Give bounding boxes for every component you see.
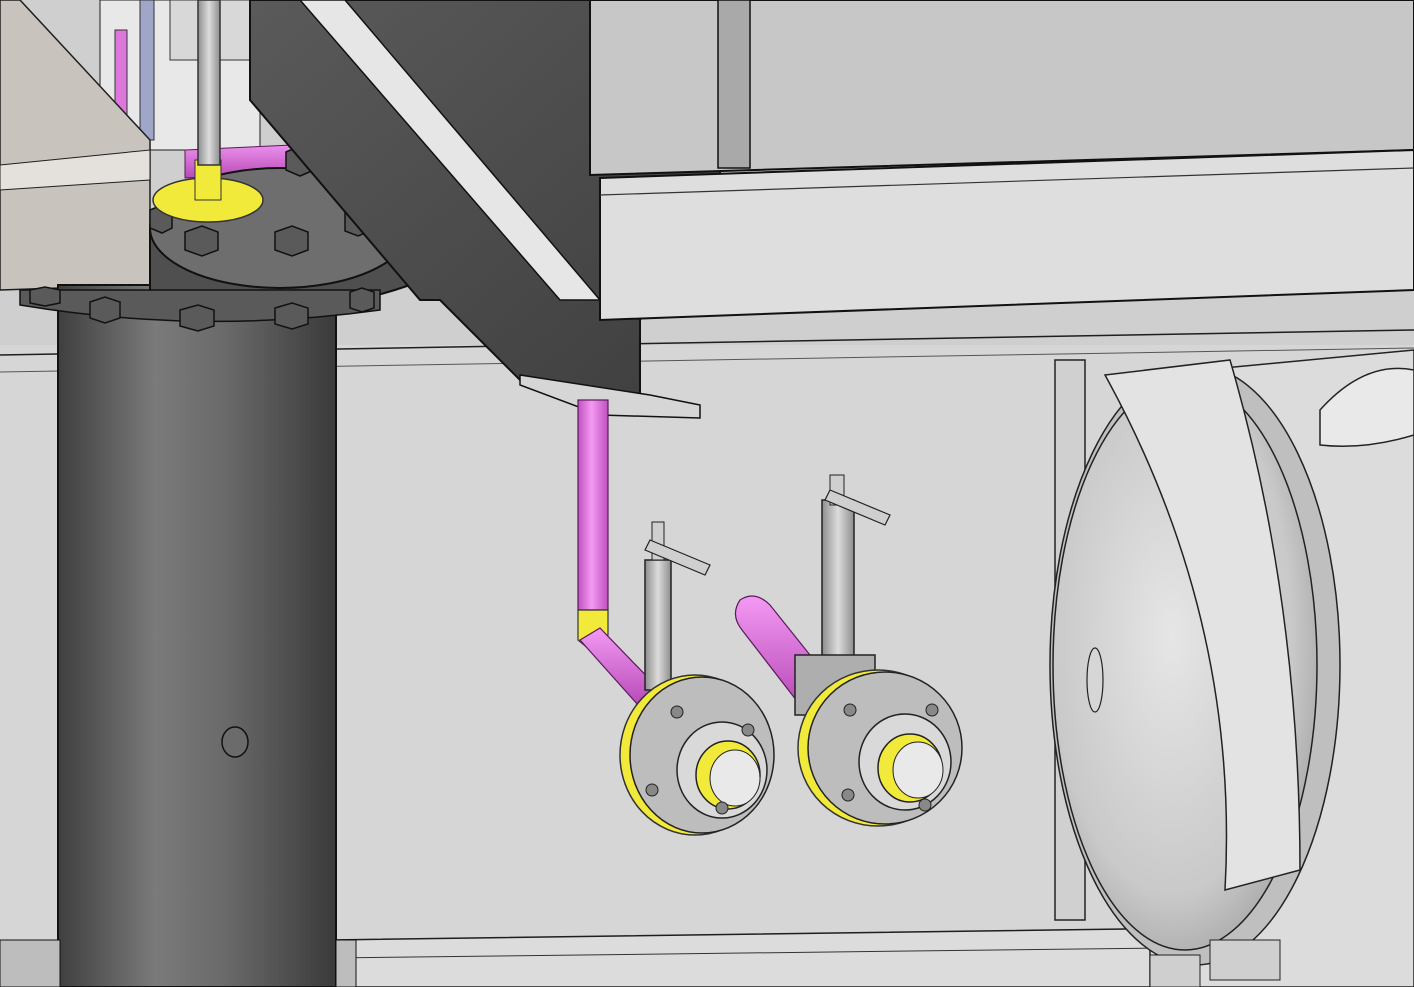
top-flange-small-yellow-fitting [152,0,264,223]
bracket-foot-tab [519,374,701,419]
cylinder-nozzle [221,726,249,758]
cylinder-base-plate-left [0,939,61,987]
lever-handle-left[interactable] [644,539,711,576]
lever-handle-right[interactable] [824,489,891,526]
upper-frame-rail [599,148,1414,322]
upper-thin-pipe [139,0,155,141]
left-frame-ledge-top [0,149,151,191]
tank-strap-clamp [1103,359,1301,987]
frame-post [717,0,751,169]
magenta-drop-pipe [577,399,609,611]
cylinder-base-plate-right [335,939,357,987]
upper-frame-box [589,0,1414,177]
frame-rail-edge [599,167,1414,196]
vertical-cylinder-vessel [57,284,337,987]
ball-valve-right [794,474,963,827]
ball-valve-left [619,521,775,836]
